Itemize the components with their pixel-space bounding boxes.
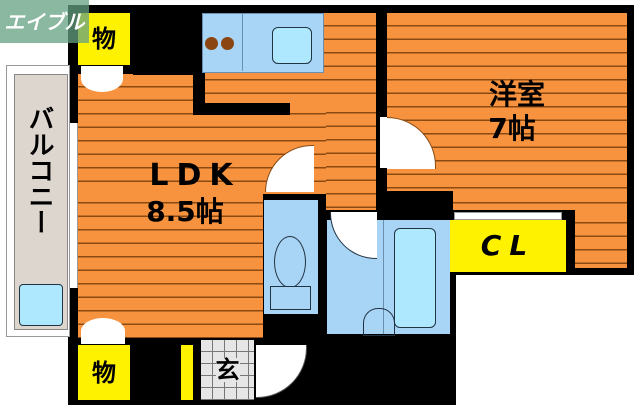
counter-divider — [242, 13, 243, 71]
entrance: 玄 — [201, 340, 254, 400]
left-top-wall — [133, 13, 195, 75]
hall-floor — [326, 100, 376, 210]
ldk-label: LDK — [149, 158, 241, 193]
balcony-window — [69, 123, 78, 288]
logo: エイブル — [0, 0, 89, 43]
closet: CL — [450, 220, 566, 272]
stove-burner-icon — [221, 37, 234, 50]
toilet-tank-icon — [270, 286, 311, 310]
western-room-label: 洋室 — [488, 78, 545, 111]
storage-bottom: 物 — [78, 345, 130, 400]
sink-icon — [272, 27, 312, 64]
storage-top-label: 物 — [92, 25, 116, 53]
ldk-floor-lower — [78, 190, 263, 338]
ldk-size: 8.5帖 — [146, 195, 224, 228]
toilet-bowl-icon — [274, 236, 306, 288]
shoe-cabinet — [181, 345, 193, 400]
storage-top-door — [81, 66, 123, 92]
door-jamb — [380, 117, 387, 168]
storage-bottom-door — [81, 318, 125, 344]
bathroom-divider — [383, 220, 384, 334]
western-room-size: 7帖 — [488, 112, 536, 145]
kitchen-wall-horizontal — [193, 103, 290, 115]
stove-burner-icon — [205, 37, 218, 50]
closet-door-track — [454, 212, 562, 220]
balcony-label: バルコニー — [24, 105, 54, 235]
bathtub-icon — [394, 228, 436, 328]
western-room-corner — [575, 210, 627, 268]
washbasin-icon — [363, 308, 395, 336]
aircon-unit-icon — [19, 284, 63, 326]
